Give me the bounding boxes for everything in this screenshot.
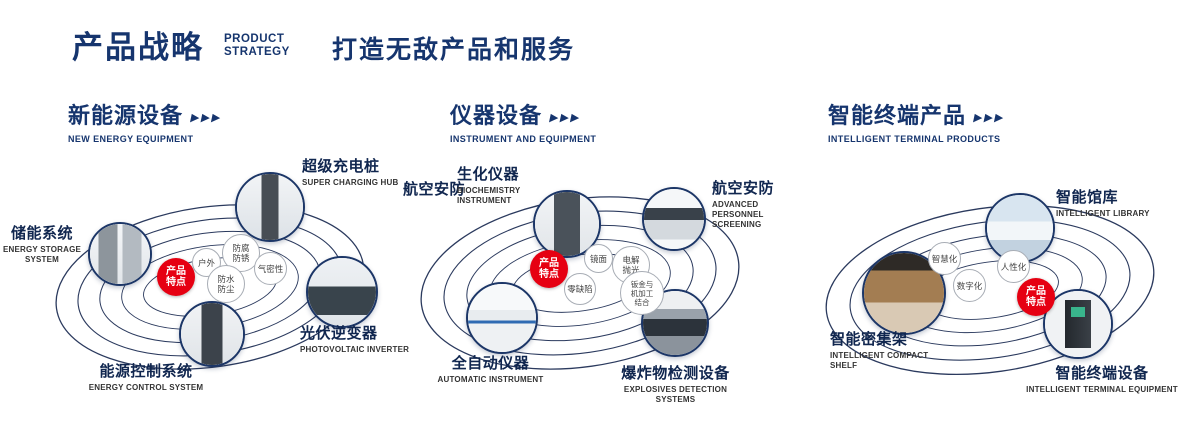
biochemistry-instrument-node	[533, 190, 601, 258]
product-features-badge: 产品特点	[530, 250, 568, 288]
label-aviation-security-side: 航空安防	[403, 181, 466, 198]
label-en: PHOTOVOLTAIC INVERTER	[300, 345, 410, 354]
pv-inverter-node	[306, 256, 378, 328]
feature-tag-mirror: 镜面	[584, 244, 613, 273]
feature-tag-outdoor: 户外	[192, 248, 221, 277]
energy-storage-photo	[90, 224, 150, 284]
section-title-new-energy: 新能源设备 ▶▶▶ NEW ENERGY EQUIPMENT	[68, 98, 224, 144]
section-title-cn: 智能终端产品	[828, 103, 967, 128]
product-features-badge: 产品特点	[1017, 278, 1055, 316]
page-title: 产品战略	[72, 30, 204, 65]
group-new-energy: 超级充电桩 SUPER CHARGING HUB 储能系统 ENERGY STO…	[0, 140, 409, 422]
label-cn: 光伏逆变器	[300, 325, 378, 342]
triple-arrow-icon: ▶▶▶	[189, 112, 224, 124]
label-intelligent-library: 智能馆库 INTELLIGENT LIBRARY	[1056, 186, 1166, 219]
page-title-en: PRODUCT STRATEGY	[224, 33, 290, 59]
triple-arrow-icon: ▶▶▶	[972, 112, 1007, 124]
page-title-en-line1: PRODUCT	[224, 33, 285, 45]
label-compact-shelf: 智能密集架 INTELLIGENT COMPACT SHELF	[830, 328, 942, 371]
label-en: ENERGY CONTROL SYSTEM	[88, 383, 204, 392]
section-title-intelligent: 智能终端产品 ▶▶▶ INTELLIGENT TERMINAL PRODUCTS	[828, 98, 1007, 144]
label-en: EXPLOSIVES DETECTION SYSTEMS	[623, 385, 728, 404]
automatic-instrument-photo	[468, 284, 536, 352]
section-title-cn: 仪器设备	[450, 103, 543, 128]
terminal-equipment-photo	[1045, 291, 1111, 357]
feature-tag-sheetmetal-machining: 钣金与机加工结合	[620, 271, 664, 315]
charging-hub-node	[235, 172, 305, 242]
group-intelligent-terminal: 智能馆库 INTELLIGENT LIBRARY 智能密集架 INTELLIGE…	[800, 140, 1200, 422]
feature-tag-humanized: 人性化	[997, 250, 1030, 283]
section-title-instruments: 仪器设备 ▶▶▶ INSTRUMENT AND EQUIPMENT	[450, 98, 596, 144]
energy-storage-node	[88, 222, 152, 286]
product-features-badge: 产品特点	[157, 258, 195, 296]
label-terminal-equipment: 智能终端设备 INTELLIGENT TERMINAL EQUIPMENT	[1022, 362, 1182, 395]
label-en: INTELLIGENT LIBRARY	[1056, 209, 1150, 218]
biochemistry-instrument-photo	[535, 192, 599, 256]
label-automatic-instrument: 全自动仪器 AUTOMATIC INSTRUMENT	[428, 352, 553, 385]
triple-arrow-icon: ▶▶▶	[548, 112, 583, 124]
label-super-charging-hub: 超级充电桩 SUPER CHARGING HUB	[302, 155, 414, 188]
energy-control-photo	[181, 303, 243, 365]
energy-control-node	[179, 301, 245, 367]
section-title-en: INSTRUMENT AND EQUIPMENT	[450, 134, 597, 144]
label-energy-storage: 储能系统 ENERGY STORAGE SYSTEM	[0, 222, 84, 265]
slogan: 打造无敌产品和服务	[332, 36, 576, 64]
feature-tag-electropolish: 电解抛光	[612, 246, 650, 284]
group-instruments: 航空安防 生化仪器 BIOCHEMISTRY INSTRUMENT 航空安防 A…	[400, 140, 800, 422]
section-title-cn: 新能源设备	[68, 103, 184, 128]
label-energy-control: 能源控制系统 ENERGY CONTROL SYSTEM	[82, 360, 210, 393]
label-en: BIOCHEMISTRY INSTRUMENT	[457, 186, 521, 205]
charging-hub-photo	[237, 174, 303, 240]
label-en: AUTOMATIC INSTRUMENT	[437, 375, 544, 384]
section-title-en: INTELLIGENT TERMINAL PRODUCTS	[828, 134, 1001, 144]
label-cn: 智能馆库	[1056, 189, 1119, 206]
terminal-equipment-node	[1043, 289, 1113, 359]
label-biochemistry-instrument: 生化仪器 BIOCHEMISTRY INSTRUMENT	[457, 163, 577, 206]
feature-tag-airtight: 气密性	[254, 252, 287, 285]
intelligent-library-photo	[987, 195, 1053, 261]
personnel-screening-node	[642, 187, 706, 251]
label-en: ENERGY STORAGE SYSTEM	[2, 245, 82, 264]
label-cn: 智能终端设备	[1055, 365, 1149, 382]
label-cn: 航空安防	[712, 180, 775, 197]
label-cn: 超级充电桩	[302, 158, 380, 175]
explosives-detection-node	[641, 289, 709, 357]
feature-tag-digital: 数字化	[953, 269, 986, 302]
label-cn: 生化仪器	[457, 166, 520, 183]
pv-inverter-photo	[308, 258, 376, 326]
section-title-en: NEW ENERGY EQUIPMENT	[68, 134, 194, 144]
label-en: SUPER CHARGING HUB	[302, 178, 399, 187]
page-title-en-line2: STRATEGY	[224, 46, 290, 58]
feature-tag-smart: 智慧化	[928, 242, 961, 275]
label-cn: 全自动仪器	[451, 355, 530, 372]
label-cn: 能源控制系统	[99, 363, 193, 380]
feature-tag-zero-defect: 零缺陷	[564, 273, 596, 305]
label-en: ADVANCED PERSONNEL SCREENING	[712, 200, 764, 229]
label-en: INTELLIGENT TERMINAL EQUIPMENT	[1026, 385, 1178, 394]
personnel-screening-photo	[644, 189, 704, 249]
label-cn: 爆炸物检测设备	[621, 365, 730, 382]
automatic-instrument-node	[466, 282, 538, 354]
label-personnel-screening: 航空安防 ADVANCED PERSONNEL SCREENING	[712, 177, 807, 230]
label-cn: 储能系统	[10, 225, 73, 242]
label-pv-inverter: 光伏逆变器 PHOTOVOLTAIC INVERTER	[300, 322, 412, 355]
label-cn: 智能密集架	[830, 331, 908, 348]
feature-tag-waterproof: 防水防尘	[207, 265, 245, 303]
label-en: INTELLIGENT COMPACT SHELF	[830, 351, 929, 370]
label-explosives-detection: 爆炸物检测设备 EXPLOSIVES DETECTION SYSTEMS	[608, 362, 743, 405]
